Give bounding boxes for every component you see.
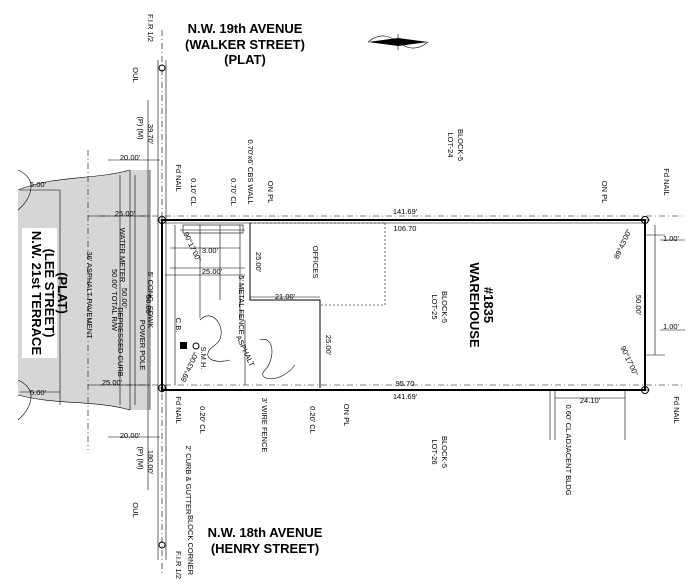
ref-bottom: (P) (M) xyxy=(136,446,145,470)
west-street-alias: (LEE STREET) xyxy=(42,249,57,338)
dim-1-bottom: 1.00' xyxy=(663,322,680,331)
north-arrow-icon xyxy=(367,34,429,50)
corner-marker-nw xyxy=(157,215,167,225)
property-boundary xyxy=(161,219,646,391)
fd-nail-nw: Fd NAIL xyxy=(174,164,183,192)
on-pl-top-left: ON PL xyxy=(266,181,275,204)
north-street-name: N.W. 19th AVENUE xyxy=(188,21,303,36)
warehouse-label: WAREHOUSE xyxy=(467,262,482,348)
lot-25: LOT-25 xyxy=(430,294,439,319)
dim-south-line: 141.69' xyxy=(393,392,418,401)
south-street-alias: (HENRY STREET) xyxy=(211,541,319,556)
offices-label: OFFICES xyxy=(311,246,320,279)
fir-marker-top xyxy=(158,64,166,72)
depressed-curb: DEPRESSED CURB xyxy=(116,307,125,377)
fd-nail-se: Fd NAIL xyxy=(672,396,681,424)
block-corner: BLOCK CORNER xyxy=(186,515,195,576)
catch-basin-icon xyxy=(180,342,187,349)
dim-building-south: 95.70 xyxy=(396,379,415,388)
block-5-middle: BLOCK-5 xyxy=(440,291,449,323)
fd-nail-ne: Fd NAIL xyxy=(662,168,671,196)
dim-20-top: 20.00' xyxy=(120,153,141,162)
dim-5-top: 5.00' xyxy=(30,180,47,189)
block-5-north: BLOCK-5 xyxy=(456,129,465,161)
water-meter: WATER METER xyxy=(118,228,127,283)
wire-fence: 3' WIRE FENCE xyxy=(260,398,269,453)
warehouse-number: #1835 xyxy=(481,287,496,323)
total-rw: 50.00' TOTAL R/W xyxy=(110,269,119,332)
fir-marker-bottom xyxy=(158,541,166,549)
ref-bottom-val: 180.00' xyxy=(146,450,155,475)
cl-010: 0.10' CL xyxy=(189,178,198,206)
dim-5-bottom: 5.00' xyxy=(30,388,47,397)
oul-top: OUL xyxy=(131,67,140,82)
on-pl-bottom: ON PL xyxy=(342,404,351,427)
cl-070: 0.70' CL xyxy=(229,178,238,206)
conc-sdwk: 5' CONC. SDWK xyxy=(146,272,155,328)
fir-bottom: F.I.R 1/2 xyxy=(174,551,183,579)
dim-25-office: 25.00' xyxy=(254,252,263,273)
asphalt-label: ASPHALT xyxy=(234,334,257,369)
fir-top: F.I.R 1/2 xyxy=(146,14,155,42)
corner-marker-se xyxy=(640,386,650,394)
on-pl-top-right: ON PL xyxy=(600,181,609,204)
dim-21: 21.00' xyxy=(275,292,296,301)
west-street-plat: (PLAT) xyxy=(55,272,70,314)
corner-marker-ne xyxy=(640,216,650,224)
south-street-name: N.W. 18th AVENUE xyxy=(208,525,323,540)
dim-3: 3.00' xyxy=(202,246,219,255)
ref-top: (P) (M) xyxy=(136,116,145,140)
lot-26: LOT-26 xyxy=(430,439,439,464)
smh-label: S.M.H. xyxy=(199,347,208,370)
north-street-alias: (WALKER STREET) xyxy=(185,37,305,52)
asphalt-pavement: 36' ASPHALT PAVEMENT xyxy=(85,251,94,339)
angle-sw: 89°43'00" xyxy=(179,350,201,383)
curb-gutter: 2' CURB & GUTTER xyxy=(184,446,193,516)
cbs-wall: 0.70'x6' CBS WALL xyxy=(246,139,255,204)
ref-top-val: 39.70' xyxy=(146,124,155,145)
metal-fence: 5' METAL FENCE xyxy=(237,275,246,334)
block-5-south: BLOCK-5 xyxy=(440,436,449,468)
dim-20-bottom: 20.00' xyxy=(120,431,141,440)
oul-bottom: OUL xyxy=(131,502,140,517)
cl-adjacent-bldg: 0.60' CL ADJACENT BLDG xyxy=(564,404,573,495)
dim-25-right: 25.00' xyxy=(324,335,333,356)
fd-nail-sw: Fd NAIL xyxy=(174,396,183,424)
dim-25-top: 25.00' xyxy=(115,209,136,218)
west-street-name: N.W. 21st TERRACE xyxy=(29,231,44,356)
dim-west-side: 50.00' xyxy=(144,295,153,316)
cb-label: C.B. xyxy=(174,318,183,333)
dim-25-mid: 25.00' xyxy=(202,267,223,276)
power-pole: POWER POLE xyxy=(138,320,147,370)
angle-se: 90°17'00" xyxy=(618,344,640,377)
dim-5000-west: 50.00' xyxy=(120,288,129,309)
north-street-plat: (PLAT) xyxy=(224,52,266,67)
dim-24: 24.10' xyxy=(580,396,601,405)
dim-25-bottom: 25.00' xyxy=(102,378,123,387)
lot-24: LOT-24 xyxy=(446,132,455,157)
dim-east-side: 50.00' xyxy=(634,295,643,316)
angle-ne: 89°43'00" xyxy=(612,227,634,260)
cl-020-right: 0.20' CL xyxy=(308,406,317,434)
dim-1-top: 1.00' xyxy=(663,234,680,243)
dim-north-line: 141.69' xyxy=(393,207,418,216)
manhole-icon xyxy=(192,342,200,350)
dim-building-north: 106.70 xyxy=(394,224,417,233)
building-outline xyxy=(249,223,321,388)
cl-020-left: 0.20' CL xyxy=(198,406,207,434)
corner-marker-sw xyxy=(157,383,167,393)
